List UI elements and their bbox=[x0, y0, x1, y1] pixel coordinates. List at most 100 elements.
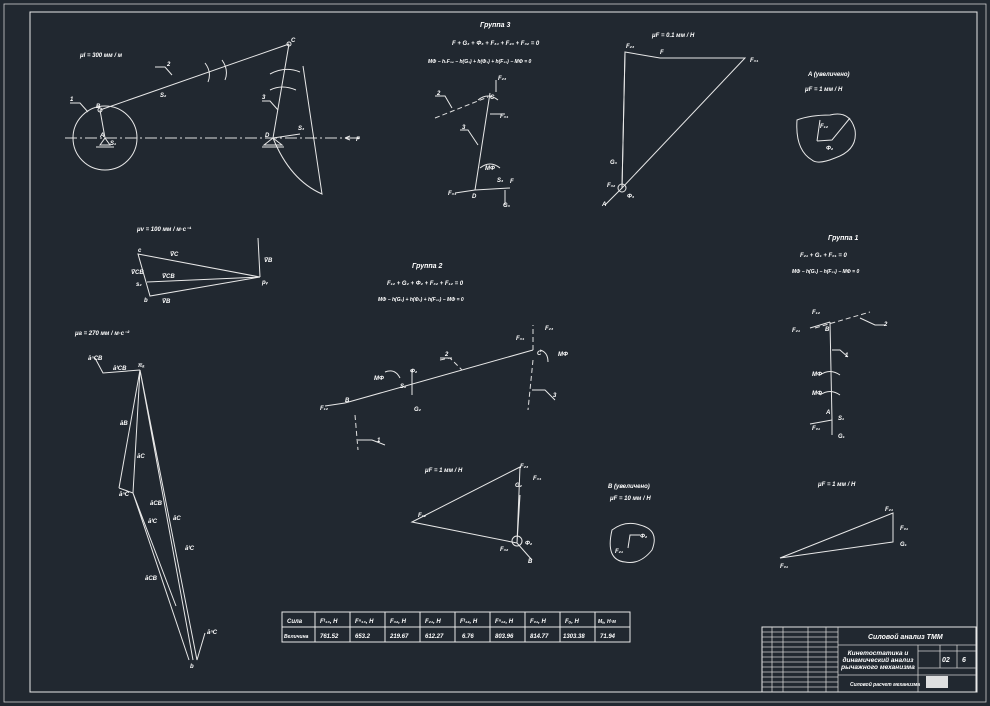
table-row-header: Величина bbox=[284, 634, 309, 640]
table-header: Fⁿ₁₂, Н bbox=[495, 618, 514, 625]
drawing-label: B bbox=[528, 559, 533, 565]
drawing-label: s₂ bbox=[136, 282, 142, 288]
drawing-label: D bbox=[265, 133, 270, 139]
title-block: Силовой анализ ТММ Кинетостатика и динам… bbox=[761, 626, 977, 693]
drawing-label: S₂ bbox=[160, 93, 167, 99]
drawing-label: 2 bbox=[436, 91, 441, 97]
drawing-label: F₂₃ bbox=[520, 464, 529, 470]
drawing-label: F₃₂ bbox=[607, 183, 616, 189]
drawing-line bbox=[627, 534, 640, 549]
drawing-label: āᵗC bbox=[148, 518, 158, 525]
drawing-line bbox=[434, 96, 489, 119]
table-cell: 761.52 bbox=[320, 634, 339, 640]
force-polygon-group2: μF = 1 мм / Н F₁₂ F₂₃ G₂ F₃₄ F₃₂ Φ₂ B bbox=[410, 464, 542, 565]
drawing-label: F₃₂ bbox=[500, 547, 509, 553]
drawing-label: G₂ bbox=[515, 483, 523, 489]
drawing-line bbox=[617, 183, 627, 193]
drawing-label: Группа 3 bbox=[480, 22, 510, 29]
drawing-label: Φ₂ bbox=[640, 534, 648, 540]
drawing-label: V̄CB bbox=[162, 273, 175, 280]
drawing-line bbox=[286, 41, 292, 47]
drawing-label: B bbox=[96, 104, 101, 110]
table-header: Fⁿ₄₃, Н bbox=[355, 618, 374, 625]
table-header: Fᵗ₄₃, Н bbox=[320, 618, 338, 625]
drawing-line bbox=[354, 325, 534, 451]
drawing-label: F₂₁ bbox=[792, 328, 800, 334]
drawing-line bbox=[454, 80, 511, 205]
drawing-label: 3 bbox=[553, 393, 557, 399]
drawing-label: S₃ bbox=[497, 178, 504, 184]
drawing-label: 2 bbox=[883, 322, 888, 328]
drawing-subtitle: Кинетостатика и динамический анализ рыча… bbox=[841, 649, 915, 672]
drawing-label: G₁ bbox=[838, 434, 845, 440]
drawing-label: V̄B bbox=[264, 257, 273, 264]
drawing-line bbox=[94, 357, 206, 661]
drawing-label: F₂₃ bbox=[498, 76, 507, 82]
drawing-label: F₁₂ bbox=[418, 513, 427, 519]
drawing-label: G₃ bbox=[610, 160, 618, 166]
drawing-subtitle-area: Кинетостатика и динамический анализ рыча… bbox=[841, 649, 915, 672]
link-3 bbox=[272, 43, 290, 139]
drawing-line bbox=[358, 357, 556, 446]
drawing-label: G₁ bbox=[900, 542, 907, 548]
drawing-label: F₁₂ bbox=[820, 124, 829, 130]
drawing-label: G₃ bbox=[503, 203, 511, 209]
drawing-line bbox=[809, 317, 885, 435]
drawing-label: V̄B bbox=[162, 298, 171, 305]
drawing-line bbox=[796, 113, 856, 163]
detail-A: A (увеличено) μF = 1 мм / Н F₁₂ Φ₂ bbox=[796, 72, 856, 163]
group3-diagram: Группа 3 F + G₃ + Φ₃ + F₃₄ + F₂₃ + F₃₂ =… bbox=[428, 22, 540, 209]
drawing-label: S₁ bbox=[838, 416, 844, 422]
drawing-line bbox=[324, 349, 549, 407]
mechanism-scale-label: μl = 300 мм / м bbox=[79, 53, 123, 59]
drawing-line bbox=[604, 187, 623, 206]
drawing-label: F₁₂ bbox=[320, 406, 329, 412]
drawing-line bbox=[97, 107, 103, 113]
drawing-label: A bbox=[601, 202, 606, 208]
drawing-label: 1 bbox=[377, 438, 381, 444]
drawing-label: μF = 1 мм / Н bbox=[424, 468, 463, 474]
drawing-label: MΦ − h₁F₃₄ − h(G₃) + h(Φ₃) + h(F₃₂) − MΦ… bbox=[428, 59, 532, 65]
drawing-label: āCB bbox=[145, 576, 158, 582]
drawing-label: A bbox=[99, 133, 104, 139]
drawing-label: MΦ − h(G₁) − h(F₂₁) − MΦ = 0 bbox=[792, 269, 859, 275]
outer-frame bbox=[3, 3, 987, 703]
drawing-label: F bbox=[356, 137, 360, 143]
drawing-line bbox=[829, 321, 833, 421]
force-polygon-group3: μF = 0.1 мм / Н F₂₃ F F₃₄ G₃ F₃₂ Φ₃ A bbox=[601, 33, 759, 208]
drawing-label: F bbox=[660, 50, 664, 56]
drawing-label: āCB bbox=[150, 501, 163, 507]
drawing-label: S₁ bbox=[110, 141, 116, 147]
drawing-label: Φ₂ bbox=[410, 369, 418, 375]
table-row-header: Сила bbox=[287, 619, 303, 625]
drawing-label: A bbox=[825, 410, 830, 416]
drawing-line bbox=[137, 237, 261, 297]
drawing-line bbox=[816, 117, 851, 142]
drawing-label: F₂₃ bbox=[545, 326, 554, 332]
mechanism-scheme: μl = 300 мм / м 1 2 3 B C D A S₂ S₃ S₁ F bbox=[65, 38, 360, 195]
drawing-label: āC bbox=[173, 516, 181, 522]
drawing-label: āⁿC bbox=[119, 491, 130, 498]
drawing-label: πₐ bbox=[138, 363, 145, 369]
velocity-plan: μv = 100 мм / м·с⁻¹ c s₂ b pᵥ V̄C V̄CB V… bbox=[131, 226, 273, 305]
drawing-title: Силовой анализ ТММ bbox=[868, 633, 943, 641]
drawing-label: F + G₃ + Φ₃ + F₃₄ + F₂₃ + F₃₂ = 0 bbox=[452, 41, 540, 47]
table-header: Fᵗ₁₂, Н bbox=[460, 618, 478, 625]
inner-frame bbox=[29, 11, 978, 693]
drawing-label: F₃₄ bbox=[500, 114, 509, 120]
drawing-label: 3 bbox=[462, 125, 466, 131]
drawing-label: F₃₄ bbox=[516, 336, 525, 342]
drawing-label: D bbox=[472, 194, 477, 200]
drawing-label: V̄CB bbox=[131, 269, 144, 276]
drawing-line bbox=[779, 512, 894, 559]
table-header: Fₒ, Н bbox=[565, 619, 580, 625]
drawing-label: G₂ bbox=[414, 407, 422, 413]
force-F-arrow bbox=[344, 135, 360, 141]
drawing-line bbox=[621, 51, 626, 189]
table-header: F₃₂, Н bbox=[390, 619, 407, 625]
drawing-line bbox=[761, 626, 977, 693]
drawing-label: μv = 100 мм / м·с⁻¹ bbox=[136, 226, 191, 233]
drawing-label: F₃₄ bbox=[448, 191, 457, 197]
drawing-line bbox=[70, 66, 279, 113]
drawing-label: μF = 10 мм / Н bbox=[609, 496, 651, 502]
